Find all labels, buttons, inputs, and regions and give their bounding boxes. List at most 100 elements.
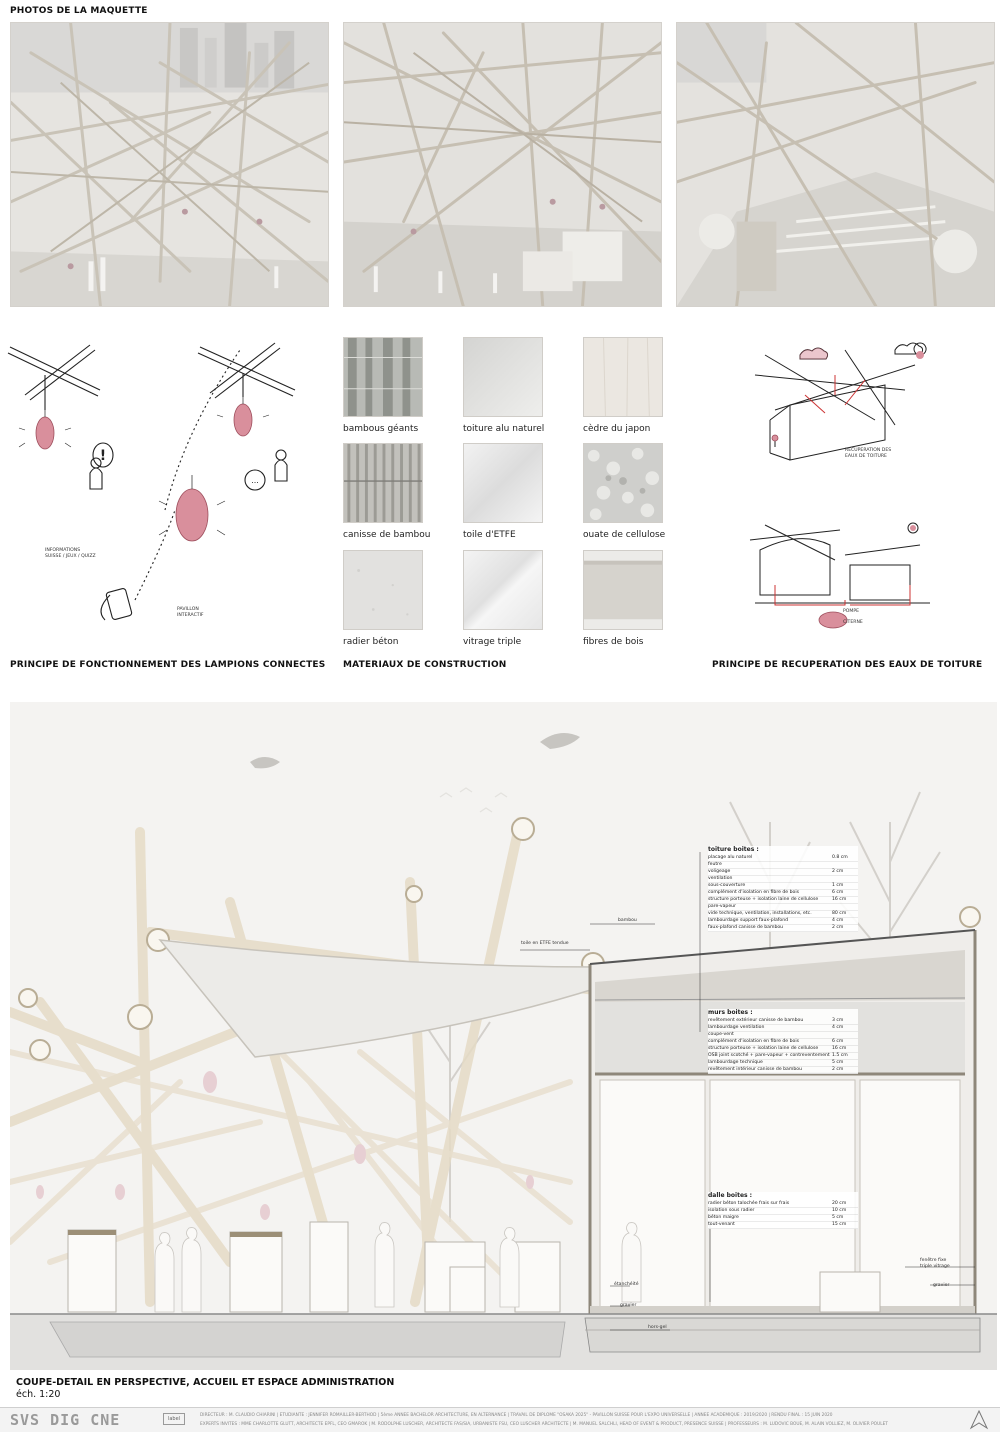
- material-label-etfe: toile d'ETFE: [463, 530, 516, 540]
- toiture-row: ventilation: [708, 876, 858, 883]
- murs-layer-label: revêtement extérieur canisse de bambou: [708, 1018, 804, 1023]
- callout-gravier-bottom: gravier: [620, 1303, 637, 1308]
- dalle-layer-label: tout-venant: [708, 1222, 735, 1227]
- murs-layer-label: lambourdage ventilation: [708, 1025, 765, 1030]
- murs-layer-thickness: 16 cm: [832, 1046, 847, 1051]
- model-photo-3: [676, 22, 995, 307]
- material-swatch-cedar: [583, 337, 663, 417]
- toiture-layer-label: feutre: [708, 862, 722, 867]
- murs-layer-thickness: 6 cm: [832, 1039, 844, 1044]
- material-label-cedar: cèdre du japon: [583, 424, 651, 434]
- dalle-layer-label: radier béton talochée frais sur frais: [708, 1201, 790, 1206]
- toiture-layer-thickness: [832, 876, 858, 882]
- toiture-layer-thickness: 80 cm: [832, 911, 847, 916]
- callout-fenetre: fenêtre fixe triple vitrage: [920, 1258, 950, 1269]
- section-caption-title: COUPE-DETAIL EN PERSPECTIVE, ACCUEIL ET …: [16, 1377, 395, 1388]
- murs-layer-thickness: [832, 1032, 858, 1038]
- toiture-row: complément d'isolation en fibre de bois 6…: [708, 890, 858, 897]
- toiture-layer-label: faux-plafond canisse de bambou: [708, 925, 784, 930]
- callout-etancheite: étanchéité: [614, 1282, 639, 1287]
- lampion-pavilion-note: PAVILLON INTERACTIF: [177, 607, 204, 618]
- materials-title: MATERIAUX DE CONSTRUCTION: [343, 660, 507, 670]
- murs-layer-label: lambourdage technique: [708, 1060, 763, 1065]
- svg-text:...: ...: [251, 476, 259, 485]
- toiture-row: lambourdage support faux-plafond 4 cm: [708, 918, 858, 925]
- dalle-layer-thickness: 10 cm: [832, 1208, 847, 1213]
- toiture-layer-thickness: 4 cm: [832, 918, 844, 923]
- material-swatch-cellulose: [583, 443, 663, 523]
- murs-row: lambourdage technique 5 cm: [708, 1060, 858, 1067]
- murs-row: revêtement extérieur canisse de bambou 3 …: [708, 1018, 858, 1025]
- dalle-layer-label: isolation sous radier: [708, 1208, 755, 1213]
- murs-layer-label: OSB joint scotché + pare-vapeur + contre…: [708, 1053, 830, 1058]
- toiture-layer-label: ventilation: [708, 876, 733, 881]
- callout-etfe: toile en ETFE tendue: [521, 941, 569, 946]
- murs-layer-label: revêtement intérieur canisse de bambou: [708, 1067, 802, 1072]
- photos-title: PHOTOS DE LA MAQUETTE: [10, 6, 148, 16]
- material-label-concrete: radier béton: [343, 637, 399, 647]
- material-label-glazing: vitrage triple: [463, 637, 522, 647]
- water-recovery-note: RECUPERATION DES EAUX DE TOITURE: [845, 448, 892, 459]
- murs-row: OSB joint scotché + pare-vapeur + contre…: [708, 1053, 858, 1060]
- toiture-layer-label: structure porteuse + isolation laine de …: [708, 897, 819, 902]
- murs-layer-thickness: 4 cm: [832, 1025, 844, 1030]
- material-swatch-alu: [463, 337, 543, 417]
- murs-row: complément d'isolation en fibre de bois 6…: [708, 1039, 858, 1046]
- material-label-bamboo: bambous géants: [343, 424, 419, 434]
- toiture-row: vide technique, ventilation, installatio…: [708, 911, 858, 918]
- toiture-layer-label: pare-vapeur: [708, 904, 736, 909]
- toiture-layer-thickness: 0.8 cm: [832, 855, 848, 860]
- toiture-layer-label: voligeage: [708, 869, 731, 874]
- toiture-layer-label: placage alu naturel: [708, 855, 753, 860]
- toiture-row: faux-plafond canisse de bambou 2 cm: [708, 925, 858, 932]
- murs-row: structure porteuse + isolation laine de …: [708, 1046, 858, 1053]
- spec-murs: murs boites : revêtement extérieur canis…: [708, 1009, 858, 1074]
- svg-text:!: !: [100, 448, 106, 464]
- toiture-layer-label: complément d'isolation en fibre de bois: [708, 890, 799, 895]
- murs-layer-label: complément d'isolation en fibre de bois: [708, 1039, 799, 1044]
- material-label-cellulose: ouate de cellulose: [583, 530, 666, 540]
- toiture-row: pare-vapeur: [708, 904, 858, 911]
- material-swatch-canisse: [343, 443, 423, 523]
- toiture-layer-thickness: 2 cm: [832, 925, 844, 930]
- spec-murs-title: murs boites :: [708, 1009, 753, 1016]
- toiture-row: placage alu naturel 0.8 cm: [708, 855, 858, 862]
- murs-layer-thickness: 1.5 cm: [832, 1053, 848, 1058]
- footer-line-1: DIRECTEUR : M. CLAUDIO CHIARINI | ETUDIA…: [200, 1413, 833, 1418]
- material-swatch-concrete: [343, 550, 423, 630]
- toiture-layer-label: lambourdage support faux-plafond: [708, 918, 789, 923]
- toiture-layer-thickness: [832, 862, 858, 868]
- murs-row: lambourdage ventilation 4 cm: [708, 1025, 858, 1032]
- dalle-layer-thickness: 5 cm: [832, 1215, 844, 1220]
- dalle-row: isolation sous radier 10 cm: [708, 1208, 858, 1215]
- toiture-layer-thickness: [832, 904, 858, 910]
- murs-layer-thickness: 2 cm: [832, 1067, 844, 1072]
- callout-bambou: bambou: [618, 918, 637, 923]
- murs-layer-thickness: 3 cm: [832, 1018, 844, 1023]
- material-label-canisse: canisse de bambou: [343, 530, 431, 540]
- material-swatch-woodfibre: [583, 550, 663, 630]
- lampions-sketch: ! ...: [5, 335, 325, 655]
- toiture-layer-thickness: 6 cm: [832, 890, 844, 895]
- north-arrow-icon: [969, 1410, 989, 1430]
- toiture-row: structure porteuse + isolation laine de …: [708, 897, 858, 904]
- model-photo-1: [10, 22, 329, 307]
- water-pump-note: POMPE: [843, 609, 860, 614]
- murs-row: coupe-vent: [708, 1032, 858, 1039]
- toiture-layer-label: vide technique, ventilation, installatio…: [708, 911, 812, 916]
- callout-hors-gel: hors-gel: [648, 1325, 667, 1330]
- material-label-alu: toiture alu naturel: [463, 424, 545, 434]
- water-title: PRINCIPE DE RECUPERATION DES EAUX DE TOI…: [712, 660, 983, 670]
- material-swatch-glazing: [463, 550, 543, 630]
- murs-layer-label: structure porteuse + isolation laine de …: [708, 1046, 819, 1051]
- murs-layer-thickness: 5 cm: [832, 1060, 844, 1065]
- material-label-woodfibre: fibres de bois: [583, 637, 644, 647]
- material-swatch-bamboo: [343, 337, 423, 417]
- section-caption-scale: éch. 1:20: [16, 1389, 61, 1400]
- water-cistern-note: CITERNE: [843, 620, 863, 625]
